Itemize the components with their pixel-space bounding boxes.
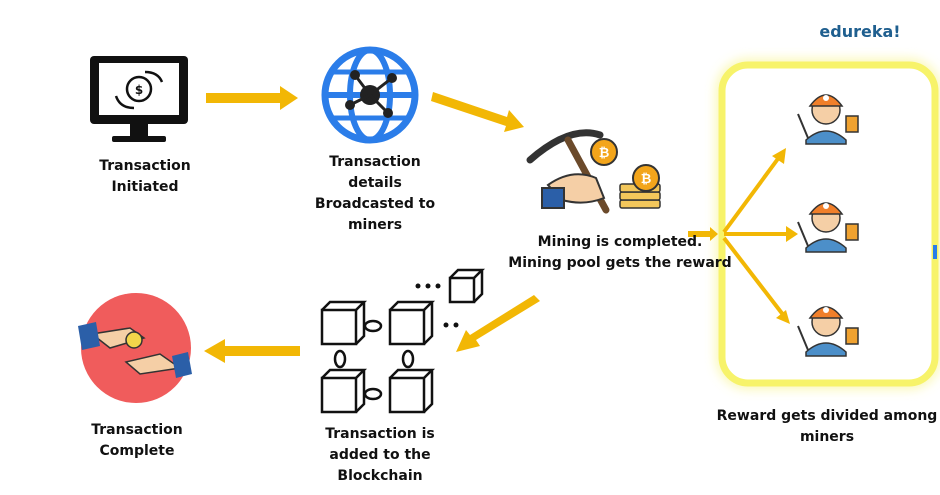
label-transaction-initiated: Transaction Initiated xyxy=(99,158,191,195)
dots-decoration xyxy=(415,283,459,328)
brand-logo: edureka! xyxy=(819,22,901,41)
arrow-broadcast-to-mining xyxy=(431,92,524,132)
coin-handover-icon xyxy=(78,293,192,403)
arrow-pool-to-blockchain xyxy=(456,295,540,352)
arrows-reward-split xyxy=(722,148,798,324)
svg-text:$: $ xyxy=(135,83,143,97)
label-broadcast-to-miners: Transaction details Broadcasted to miner… xyxy=(314,154,436,233)
monitor-transaction-icon: $ xyxy=(90,56,188,142)
edge-marker xyxy=(933,245,937,259)
miner-avatar-icon xyxy=(797,202,859,253)
label-reward-divided: Reward gets divided among miners xyxy=(716,408,938,445)
arrow-mining-to-pool xyxy=(688,227,718,241)
globe-network-icon xyxy=(321,46,419,144)
label-transaction-complete: Transaction Complete xyxy=(91,422,183,459)
pickaxe-bitcoin-icon: ₿ ₿ xyxy=(526,129,661,214)
blockchain-blocks-icon xyxy=(320,268,486,414)
svg-text:₿: ₿ xyxy=(641,172,652,187)
label-mining-completed: Mining is completed. Mining pool gets th… xyxy=(508,234,732,271)
arrow-initiated-to-broadcast xyxy=(206,86,298,110)
label-added-to-blockchain: Transaction is added to the Blockchain xyxy=(325,426,435,484)
arrow-blockchain-to-complete xyxy=(204,339,300,363)
miner-avatar-icon xyxy=(797,94,859,145)
svg-text:₿: ₿ xyxy=(599,146,610,161)
miner-avatar-icon xyxy=(797,306,859,357)
